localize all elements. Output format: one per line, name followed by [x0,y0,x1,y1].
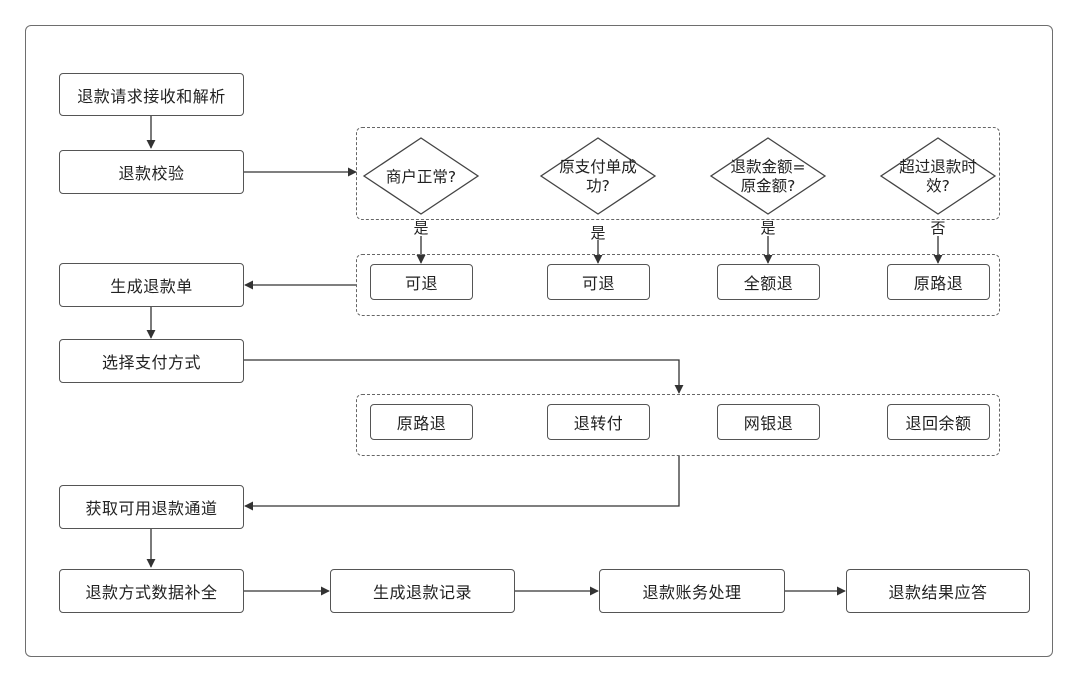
result-original-route: 原路退 [887,264,990,300]
diagram-frame [25,25,1053,657]
receive-request-node: 退款请求接收和解析 [59,73,244,116]
decision-diamond-2 [539,137,657,215]
results-group [356,254,1000,316]
payment-methods-group [356,394,1000,456]
decision-text-4: 超过退款时 效? [888,157,988,197]
decision-text-3-line-2: 原金额? [740,177,796,195]
result-refundable-2: 可退 [547,264,650,300]
decision-text-1: 商户正常? [371,158,471,196]
get-channel-node: 获取可用退款通道 [59,485,244,529]
complete-data-node: 退款方式数据补全 [59,569,244,613]
decision-text-1-line-1: 商户正常? [385,167,457,186]
decision-text-3: 退款金额= 原金额? [718,157,818,197]
answer-label-3: 是 [760,219,776,237]
accounting-node: 退款账务处理 [599,569,785,613]
response-node: 退款结果应答 [846,569,1030,613]
result-full-refund: 全额退 [717,264,820,300]
decision-text-2-line-2: 功? [586,177,610,195]
answer-label-2: 是 [590,224,606,242]
method-refund-to-pay: 退转付 [547,404,650,440]
decision-diamond-1 [362,137,480,215]
decision-diamond-3 [709,137,827,215]
method-online-bank: 网银退 [717,404,820,440]
refund-validation-node: 退款校验 [59,150,244,194]
decision-text-4-line-2: 效? [926,177,950,195]
choose-payment-node: 选择支付方式 [59,339,244,383]
checks-group [356,127,1000,220]
method-original-route: 原路退 [370,404,473,440]
arrow-choose-to-methods [243,359,684,394]
result-refundable-1: 可退 [370,264,473,300]
decision-text-3-line-1: 退款金额= [730,158,806,176]
method-balance: 退回余额 [887,404,990,440]
answer-label-1: 是 [413,219,429,237]
decision-text-4-line-1: 超过退款时 [899,158,977,176]
arrow-methods-to-channel [244,456,680,511]
decision-diamond-4 [879,137,997,215]
create-record-node: 生成退款记录 [330,569,515,613]
decision-text-2-line-1: 原支付单成 [559,158,637,176]
decision-text-2: 原支付单成 功? [548,157,648,197]
answer-label-4: 否 [930,219,946,237]
create-refund-order-node: 生成退款单 [59,263,244,307]
